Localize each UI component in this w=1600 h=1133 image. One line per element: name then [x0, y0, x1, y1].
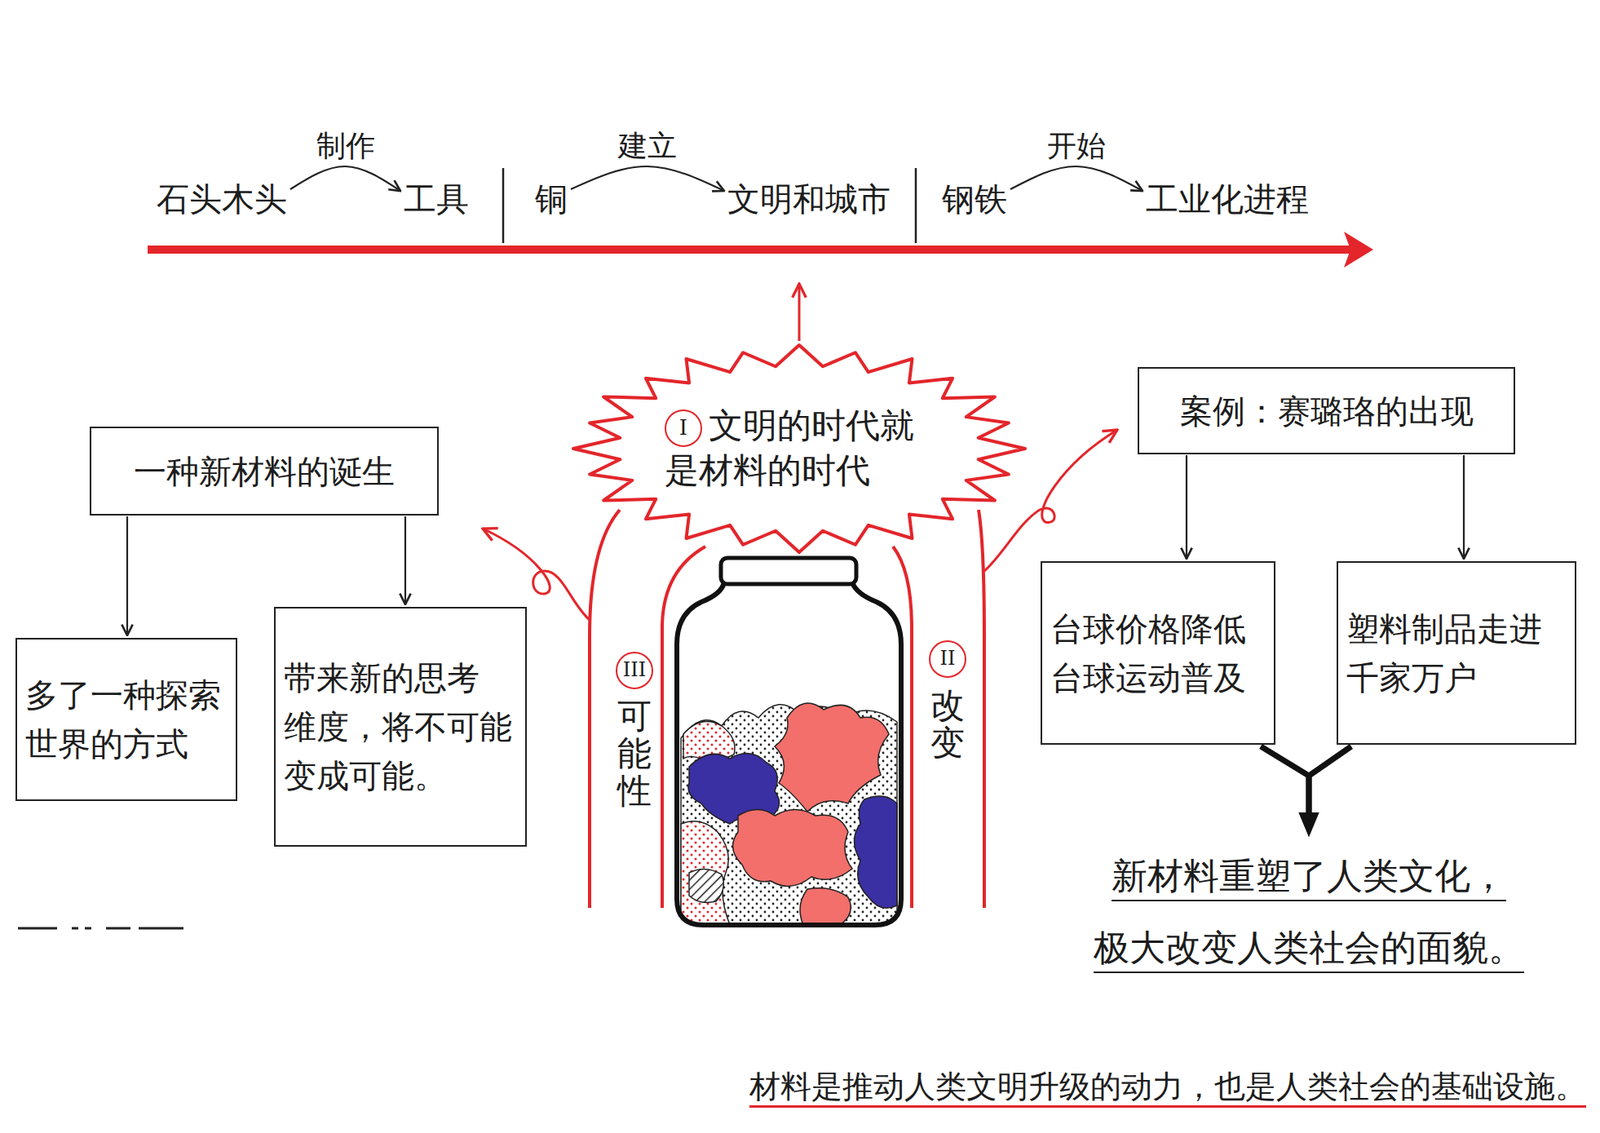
node-text: 工业化进程 [1145, 180, 1309, 218]
connector-arrow [404, 516, 407, 605]
edge-label: 建立 [614, 128, 681, 164]
dash-marks [17, 927, 184, 930]
edge-label: 开始 [1043, 128, 1110, 164]
node-text: 新材料重塑了人类文化， 极大改变人类社会的面貌。 [1093, 854, 1525, 968]
timeline-bar [147, 245, 1351, 254]
text-box: 带来新的思考 维度，将不可能 变成可能。 [274, 606, 527, 847]
timeline-term: 文明和城市 [727, 179, 891, 219]
jar-cap [720, 557, 857, 584]
jar [676, 557, 902, 925]
connector-arrow [1185, 455, 1188, 559]
timeline-term: 钢铁 [941, 179, 1008, 219]
arch-line [978, 509, 985, 908]
material-blob [680, 821, 730, 925]
starburst-callout: I文明的时代就 是材料的时代 [570, 342, 1028, 555]
jar-body [676, 582, 902, 925]
material-blob [774, 702, 889, 812]
timeline-term: 铜 [534, 179, 568, 219]
starburst-outline [570, 342, 1028, 555]
node-text: 工具 [403, 180, 469, 218]
node-text: 塑料制品走进 千家万户 [1346, 604, 1567, 703]
text-box: 台球价格降低 台球运动普及 [1040, 561, 1276, 745]
edge-label: 制作 [313, 128, 379, 164]
connector-arrow [1010, 166, 1143, 191]
text-box: 一种新材料的诞生 [89, 426, 439, 516]
merge-arrow [1260, 746, 1309, 825]
vertical-caption: 改变 [930, 686, 965, 762]
material-blob [733, 809, 853, 887]
text-box: 塑料制品走进 千家万户 [1336, 561, 1577, 745]
timeline-term: 工具 [403, 179, 469, 219]
node-text: 文明的时代就 是材料的时代 [664, 405, 915, 491]
arch-line [589, 509, 620, 908]
connector-arrow [126, 516, 129, 636]
node-text: 石头木头 [156, 180, 288, 218]
jar-outline [676, 582, 902, 925]
up-arrow [798, 283, 801, 341]
timeline-term: 工业化进程 [1145, 179, 1309, 219]
jar-contents [680, 702, 898, 925]
text-box: 多了一种探索 世界的方式 [15, 637, 238, 801]
material-blob [854, 795, 898, 908]
connector-arrow [290, 166, 401, 191]
text-box: 案例：赛璐珞的出现 [1137, 366, 1516, 455]
callout-number: III [615, 651, 654, 690]
node-text: 钢铁 [941, 180, 1008, 218]
node-text: 多了一种探索 世界的方式 [25, 670, 228, 769]
node-text: 文明和城市 [727, 180, 891, 218]
merge-arrow [1308, 746, 1352, 825]
node-text: 带来新的思考 维度，将不可能 变成可能。 [283, 653, 518, 800]
material-blob [800, 888, 851, 925]
node-text: 铜 [534, 180, 568, 218]
vertical-caption: 可能性 [617, 697, 652, 811]
starburst-shape [573, 344, 1026, 553]
node-text: 一种新材料的诞生 [99, 446, 429, 496]
callout-body: I文明的时代就 是材料的时代 [664, 403, 934, 493]
era-separator [502, 167, 505, 244]
callout-number: I [664, 409, 703, 447]
timeline-arrowhead [1343, 231, 1374, 268]
era-separator [914, 167, 918, 244]
node-text: 台球价格降低 台球运动普及 [1050, 604, 1266, 703]
conclusion-text: 新材料重塑了人类文化， 极大改变人类社会的面貌。 [1072, 839, 1546, 984]
node-text: 案例：赛璐珞的出现 [1147, 386, 1506, 436]
connector-arrow [1462, 455, 1465, 559]
timeline-term: 石头木头 [156, 179, 288, 219]
callout-number: II [928, 640, 967, 678]
connector-arrow [570, 166, 725, 191]
material-blob [689, 868, 724, 902]
summary-note: 材料是推动人类文明升级的动力，也是人类社会的基础设施。 [749, 1066, 1587, 1107]
